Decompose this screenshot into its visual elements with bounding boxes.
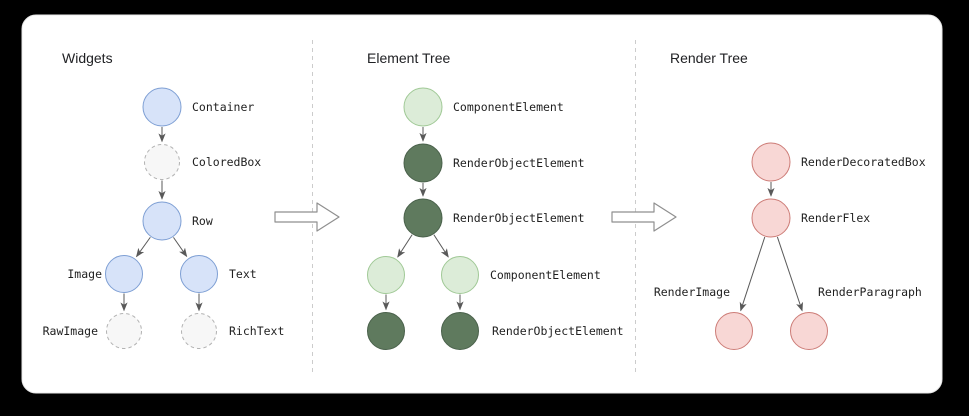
label-roe2: RenderObjectElement (453, 211, 585, 225)
label-richtext: RichText (229, 324, 284, 338)
label-image: Image (67, 267, 102, 281)
label-rdb: RenderDecoratedBox (801, 155, 926, 169)
node-image (105, 255, 143, 293)
node-ce2l (367, 256, 405, 294)
node-container (142, 87, 182, 127)
label-roe1: RenderObjectElement (453, 156, 585, 170)
node-rawimage (106, 313, 142, 349)
label-container: Container (192, 100, 254, 114)
node-row (142, 201, 182, 241)
node-ce1 (403, 87, 443, 127)
label-coloredbox: ColoredBox (192, 155, 261, 169)
edge-row-to-image (136, 236, 151, 258)
node-rdb (751, 142, 791, 182)
node-coloredbox (144, 144, 180, 180)
label-roe3r: RenderObjectElement (492, 324, 624, 338)
flow-arrow (611, 202, 677, 232)
edge-rflex-to-rpara (776, 236, 803, 312)
label-rpara: RenderParagraph (818, 285, 922, 299)
edge-roe2-to-ce2r (433, 234, 449, 258)
panel-title-0: Widgets (62, 50, 113, 66)
edge-row-to-text (173, 237, 188, 258)
label-rimg: RenderImage (654, 285, 730, 299)
node-ce2r (441, 256, 479, 294)
label-row: Row (192, 214, 213, 228)
node-roe2 (403, 198, 443, 238)
label-ce2r: ComponentElement (490, 268, 601, 282)
label-rflex: RenderFlex (801, 211, 870, 225)
node-rflex (751, 198, 791, 238)
flow-arrow (274, 202, 340, 232)
node-roe3l (367, 312, 405, 350)
label-text: Text (229, 267, 257, 281)
edge-roe2-to-ce2l (397, 234, 413, 258)
label-ce1: ComponentElement (453, 100, 564, 114)
panel-title-1: Element Tree (367, 50, 450, 66)
panel-title-2: Render Tree (670, 50, 748, 66)
node-roe3r (441, 312, 479, 350)
edge-rflex-to-rimg (739, 236, 766, 312)
node-rpara (790, 312, 828, 350)
node-rimg (715, 312, 753, 350)
diagram-card (21, 14, 943, 394)
node-text (180, 255, 218, 293)
label-rawimage: RawImage (43, 324, 98, 338)
node-roe1 (403, 143, 443, 183)
node-richtext (181, 313, 217, 349)
